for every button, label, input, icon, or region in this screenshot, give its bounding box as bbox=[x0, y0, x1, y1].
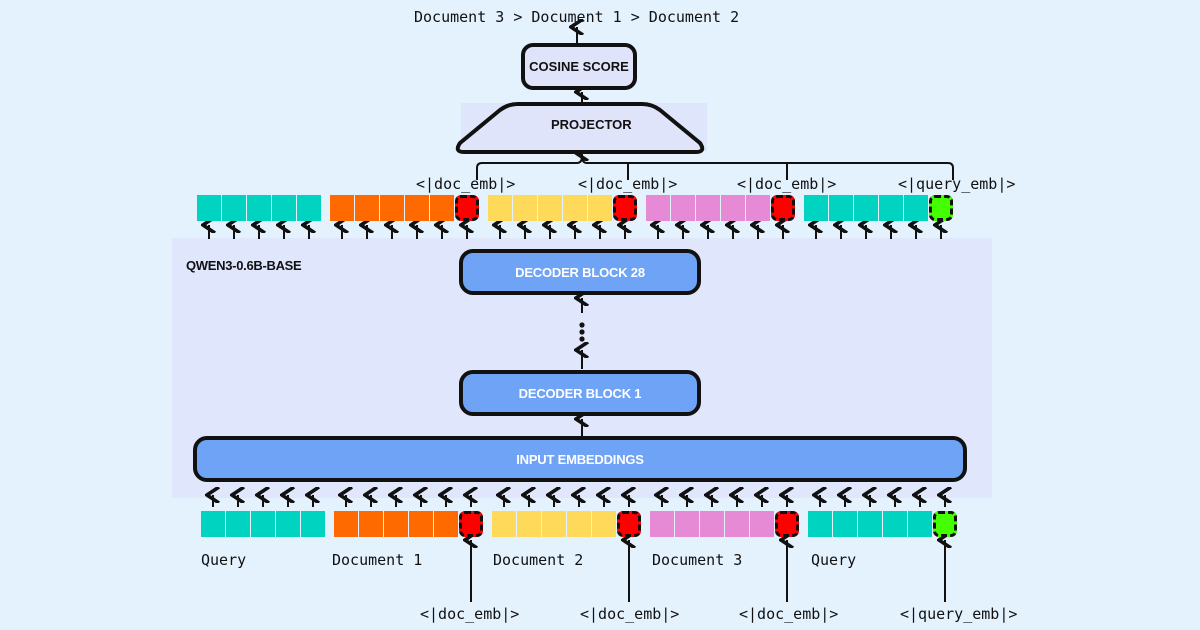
input-token-document-3 bbox=[675, 511, 699, 537]
output-token-document-1 bbox=[355, 195, 379, 221]
input-token-document-2 bbox=[592, 511, 616, 537]
input-embeddings-label: INPUT EMBEDDINGS bbox=[516, 451, 644, 467]
input-token-document-3 bbox=[750, 511, 774, 537]
segment-label-query-1: Query bbox=[201, 551, 247, 569]
output-doc-emb-token bbox=[771, 195, 795, 221]
bottom-doc-emb-label-1: <|doc_emb|> bbox=[420, 605, 520, 623]
output-token-document-2 bbox=[538, 195, 562, 221]
input-token-document-3 bbox=[725, 511, 749, 537]
output-token-query bbox=[197, 195, 221, 221]
output-token-document-2 bbox=[563, 195, 587, 221]
input-token-document-1 bbox=[384, 511, 408, 537]
output-token-document-2 bbox=[588, 195, 612, 221]
output-query-emb-token bbox=[929, 195, 953, 221]
output-token-document-2 bbox=[513, 195, 537, 221]
ranking-output: Document 3 > Document 1 > Document 2 bbox=[414, 8, 740, 26]
output-token-document-1 bbox=[380, 195, 404, 221]
input-doc-emb-token bbox=[775, 511, 799, 537]
output-doc-emb-token bbox=[613, 195, 637, 221]
input-token-query bbox=[251, 511, 275, 537]
output-token-query bbox=[829, 195, 853, 221]
output-doc-emb-token bbox=[455, 195, 479, 221]
bottom-query-emb-label: <|query_emb|> bbox=[900, 605, 1018, 623]
input-token-document-1 bbox=[434, 511, 458, 537]
output-token-document-3 bbox=[646, 195, 670, 221]
cosine-score-label: COSINE SCORE bbox=[529, 59, 629, 74]
output-token-query bbox=[222, 195, 246, 221]
output-token-query bbox=[854, 195, 878, 221]
input-token-query bbox=[276, 511, 300, 537]
input-token-document-1 bbox=[359, 511, 383, 537]
output-token-document-3 bbox=[746, 195, 770, 221]
output-token-document-1 bbox=[330, 195, 354, 221]
input-embeddings-block: INPUT EMBEDDINGS bbox=[193, 436, 967, 482]
segment-label-document-1: Document 1 bbox=[332, 551, 423, 569]
input-token-query bbox=[883, 511, 907, 537]
ellipsis-dot bbox=[579, 336, 585, 342]
input-token-query bbox=[201, 511, 225, 537]
input-token-document-1 bbox=[409, 511, 433, 537]
output-token-document-3 bbox=[671, 195, 695, 221]
decoder-block-28: DECODER BLOCK 28 bbox=[459, 249, 701, 295]
output-token-query bbox=[247, 195, 271, 221]
embedding-bracket bbox=[476, 155, 954, 180]
input-token-document-3 bbox=[700, 511, 724, 537]
ellipsis-dot bbox=[579, 322, 585, 328]
output-token-query bbox=[904, 195, 928, 221]
output-token-document-2 bbox=[488, 195, 512, 221]
projector-shape bbox=[455, 102, 705, 154]
top-doc-emb-label-3: <|doc_emb|> bbox=[737, 175, 837, 193]
input-doc-emb-token bbox=[459, 511, 483, 537]
input-token-document-2 bbox=[542, 511, 566, 537]
input-token-query bbox=[858, 511, 882, 537]
segment-label-document-3: Document 3 bbox=[652, 551, 743, 569]
input-token-document-1 bbox=[334, 511, 358, 537]
output-token-document-3 bbox=[696, 195, 720, 221]
decoder-block-1-label: DECODER BLOCK 1 bbox=[518, 385, 642, 401]
input-token-query bbox=[833, 511, 857, 537]
model-name-label: QWEN3-0.6B-BASE bbox=[186, 258, 302, 273]
decoder-block-1: DECODER BLOCK 1 bbox=[459, 370, 701, 416]
input-token-query bbox=[301, 511, 325, 537]
bottom-doc-emb-label-2: <|doc_emb|> bbox=[580, 605, 680, 623]
segment-label-query-2: Query bbox=[811, 551, 857, 569]
ellipsis-dot bbox=[579, 329, 585, 335]
projector-label: PROJECTOR bbox=[551, 117, 632, 132]
top-query-emb-label: <|query_emb|> bbox=[898, 175, 1016, 193]
segment-label-document-2: Document 2 bbox=[493, 551, 584, 569]
bottom-doc-emb-label-3: <|doc_emb|> bbox=[739, 605, 839, 623]
input-query-emb-token bbox=[933, 511, 957, 537]
output-token-query bbox=[804, 195, 828, 221]
output-token-document-3 bbox=[721, 195, 745, 221]
cosine-score-block: COSINE SCORE bbox=[521, 43, 637, 90]
input-token-document-2 bbox=[567, 511, 591, 537]
input-token-query bbox=[908, 511, 932, 537]
output-token-document-1 bbox=[405, 195, 429, 221]
input-token-document-3 bbox=[650, 511, 674, 537]
output-token-document-1 bbox=[430, 195, 454, 221]
top-doc-emb-label-2: <|doc_emb|> bbox=[578, 175, 678, 193]
top-doc-emb-label-1: <|doc_emb|> bbox=[416, 175, 516, 193]
input-token-query bbox=[226, 511, 250, 537]
output-token-query bbox=[272, 195, 296, 221]
decoder-block-28-label: DECODER BLOCK 28 bbox=[515, 264, 645, 280]
input-doc-emb-token bbox=[617, 511, 641, 537]
output-token-query bbox=[297, 195, 321, 221]
output-token-query bbox=[879, 195, 903, 221]
input-token-query bbox=[808, 511, 832, 537]
input-token-document-2 bbox=[517, 511, 541, 537]
input-token-document-2 bbox=[492, 511, 516, 537]
